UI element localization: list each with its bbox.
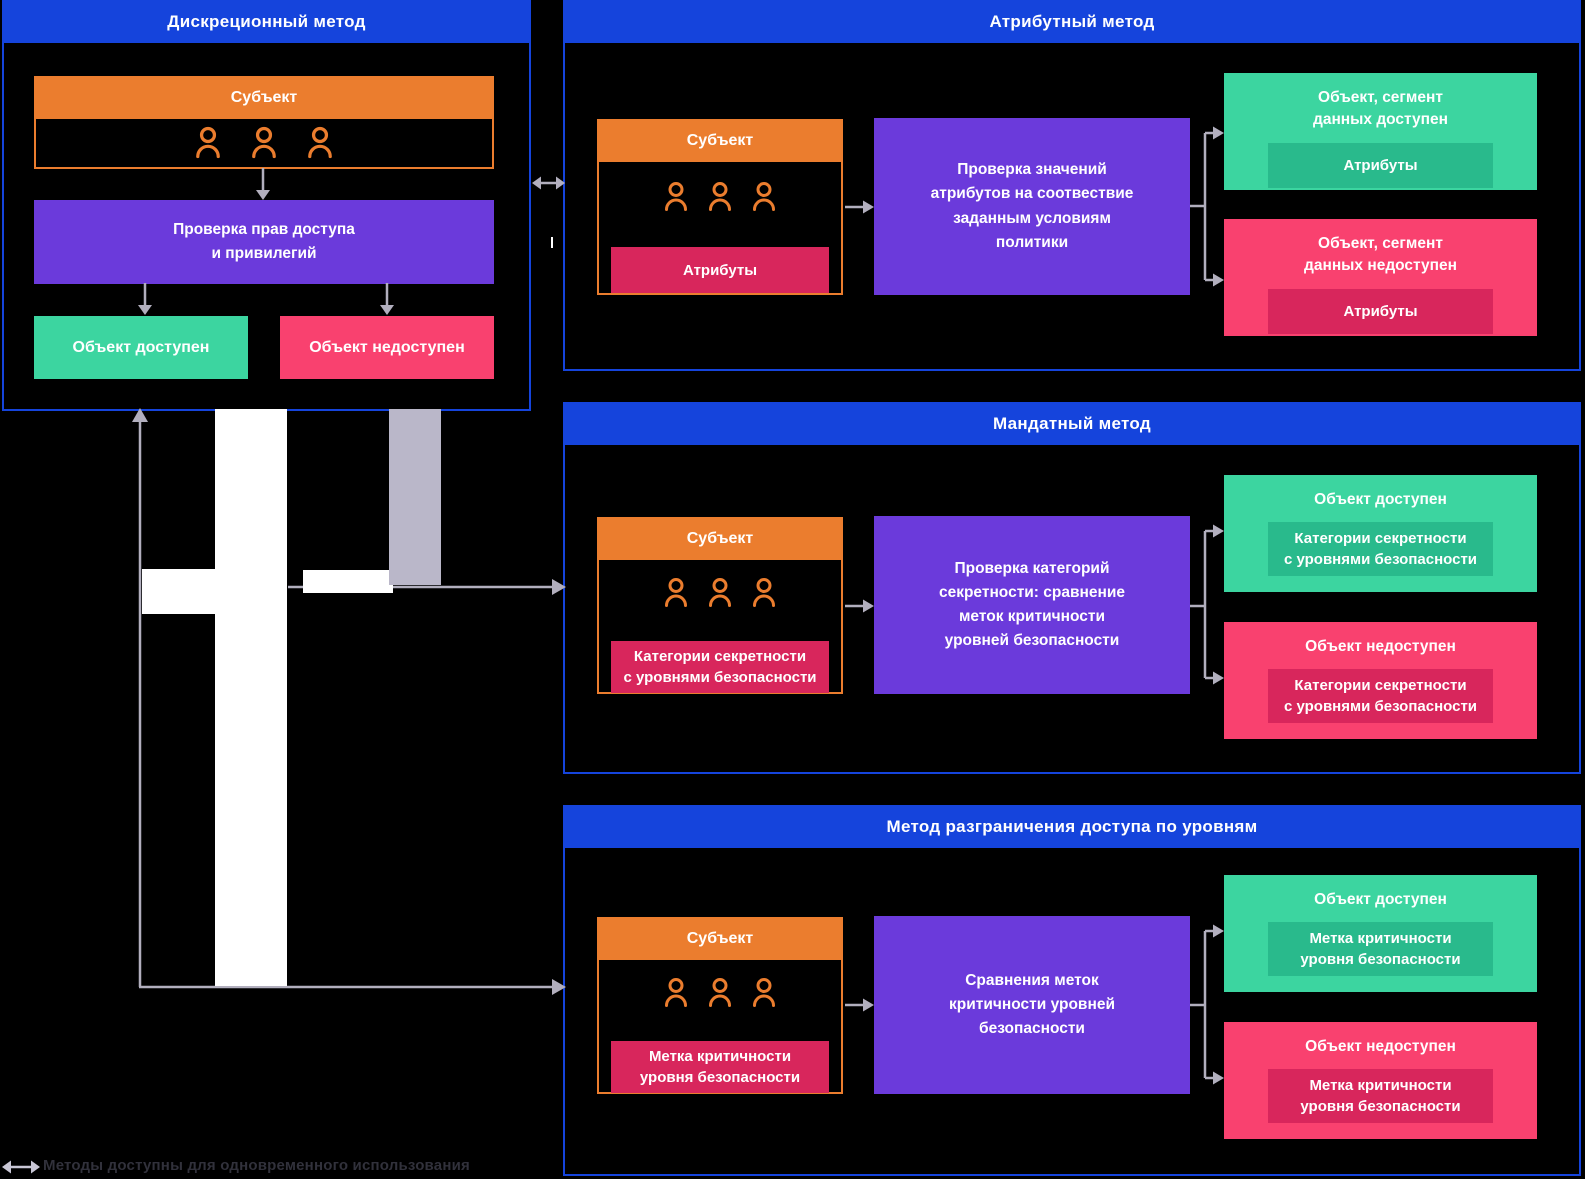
users-icon xyxy=(599,976,841,1008)
panel-title: Мандатный метод xyxy=(993,413,1151,433)
panel-discretionary-method: Дискреционный метод Субъект Проверка пра… xyxy=(2,0,531,411)
subject-categories-tag: Категории секретности с уровнями безопас… xyxy=(611,641,829,693)
users-icon xyxy=(599,180,841,212)
person-icon xyxy=(196,126,220,159)
panel-attribute-method: Атрибутный метод Субъект Атрибуты Провер… xyxy=(563,0,1581,371)
lavender-connector-bar xyxy=(389,409,441,585)
result-title: Объект доступен xyxy=(1314,891,1447,908)
white-tick-mark xyxy=(551,237,553,248)
result-title: Объект недоступен xyxy=(1305,638,1456,655)
subject-attributes-tag: Атрибуты xyxy=(611,247,829,293)
mandatory-object-allowed-box: Объект доступен Категории секретности с … xyxy=(1224,475,1537,592)
person-icon xyxy=(665,182,687,211)
arrow-up-into-discretionary xyxy=(132,408,148,987)
person-icon xyxy=(709,578,731,607)
panel-title: Дискреционный метод xyxy=(167,11,366,31)
result-title: Объект доступен xyxy=(1314,491,1447,508)
panel-level-method: Метод разграничения доступа по уровням С… xyxy=(563,805,1581,1176)
result-label-tag: Метка критичности уровня безопасности xyxy=(1268,1069,1493,1124)
panel-attribute-header: Атрибутный метод xyxy=(563,0,1581,43)
discretionary-object-allowed-box: Объект доступен xyxy=(34,316,248,379)
result-title: Объект недоступен xyxy=(1305,1038,1456,1055)
person-icon xyxy=(308,126,332,159)
person-icon xyxy=(709,182,731,211)
person-icon xyxy=(753,182,775,211)
result-label-tag: Метка критичности уровня безопасности xyxy=(1268,922,1493,977)
result-categories-tag: Категории секретности с уровнями безопас… xyxy=(1268,522,1493,577)
subject-header: Субъект xyxy=(34,76,494,119)
legend-double-arrow-icon xyxy=(2,1160,40,1174)
legend-label: Методы доступны для одновременного испол… xyxy=(43,1157,470,1174)
white-connector-segment xyxy=(303,570,393,593)
subject-header: Субъект xyxy=(597,119,843,162)
person-icon xyxy=(252,126,276,159)
attribute-object-allowed-box: Объект, сегмент данных доступен Атрибуты xyxy=(1224,73,1537,190)
arrow-to-level-panel xyxy=(139,979,566,995)
panel-level-header: Метод разграничения доступа по уровням xyxy=(563,805,1581,848)
white-connector-horizontal-bar xyxy=(142,569,215,614)
subject-header: Субъект xyxy=(597,517,843,560)
level-subject-box: Субъект Метка критичности уровня безопас… xyxy=(597,917,843,1094)
result-title: Объект, сегмент данных недоступен xyxy=(1304,235,1457,275)
level-object-allowed-box: Объект доступен Метка критичности уровня… xyxy=(1224,875,1537,992)
result-title: Объект, сегмент данных доступен xyxy=(1312,89,1448,129)
person-icon xyxy=(753,978,775,1007)
users-icon xyxy=(599,576,841,608)
attribute-subject-box: Субъект Атрибуты xyxy=(597,119,843,295)
users-icon xyxy=(194,125,334,159)
panel-title: Метод разграничения доступа по уровням xyxy=(886,816,1258,836)
level-process-box: Сравнения меток критичности уровней безо… xyxy=(874,916,1190,1094)
person-icon xyxy=(665,978,687,1007)
mandatory-object-denied-box: Объект недоступен Категории секретности … xyxy=(1224,622,1537,739)
subject-header: Субъект xyxy=(597,917,843,960)
discretionary-process-box: Проверка прав доступа и привилегий xyxy=(34,200,494,284)
result-attributes-tag: Атрибуты xyxy=(1268,142,1493,188)
white-connector-vertical-bar xyxy=(215,409,287,986)
attribute-object-denied-box: Объект, сегмент данных недоступен Атрибу… xyxy=(1224,219,1537,336)
panel-mandatory-method: Мандатный метод Субъект Категории секрет… xyxy=(563,402,1581,774)
person-icon xyxy=(753,578,775,607)
subject-label-tag: Метка критичности уровня безопасности xyxy=(611,1041,829,1093)
discretionary-object-denied-box: Объект недоступен xyxy=(280,316,494,379)
panel-title: Атрибутный метод xyxy=(989,11,1155,31)
panel-mandatory-header: Мандатный метод xyxy=(563,402,1581,445)
mandatory-process-box: Проверка категорий секретности: сравнени… xyxy=(874,516,1190,694)
attribute-process-box: Проверка значений атрибутов на соотвеств… xyxy=(874,118,1190,295)
person-icon xyxy=(709,978,731,1007)
panel-discretionary-header: Дискреционный метод xyxy=(2,0,531,43)
mandatory-subject-box: Субъект Категории секретности с уровнями… xyxy=(597,517,843,694)
result-categories-tag: Категории секретности с уровнями безопас… xyxy=(1268,669,1493,724)
discretionary-subject-box: Субъект xyxy=(34,76,494,169)
result-attributes-tag: Атрибуты xyxy=(1268,288,1493,334)
double-arrow-icon xyxy=(532,176,565,190)
level-object-denied-box: Объект недоступен Метка критичности уров… xyxy=(1224,1022,1537,1139)
person-icon xyxy=(665,578,687,607)
